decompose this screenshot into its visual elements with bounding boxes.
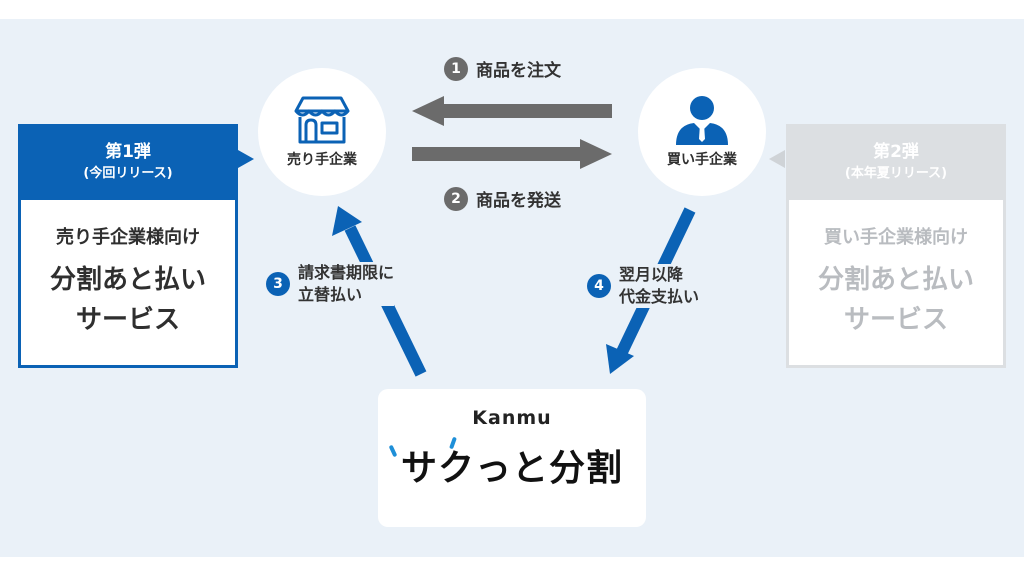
step-1-label: 商品を注文 [476, 61, 561, 81]
phase2-title: 第2弾 [873, 142, 919, 162]
phase1-header: 第1弾 (今回リリース) [18, 124, 238, 200]
person-icon [676, 96, 728, 145]
phase1-pointer [238, 150, 254, 168]
step-1-number: 1 [444, 56, 468, 81]
product-name: サクっと分割 [400, 448, 623, 489]
phase1-target: 売り手企業様向け [56, 227, 200, 248]
phase2-service-line2: サービス [843, 305, 948, 335]
step-2-label: 商品を発送 [476, 191, 561, 211]
seller-label: 売り手企業 [287, 152, 357, 168]
service-card: Kanmu サクっと分割 [378, 389, 646, 527]
step-3-number: 3 [266, 272, 290, 296]
phase1-service-line2: サービス [75, 305, 180, 335]
step-1-order: 1 商品を注文 [444, 56, 561, 81]
company-logo: Kanmu [472, 407, 552, 429]
step-4-deferred-payment: 4 翌月以降 代金支払い [587, 264, 700, 308]
step-2-number: 2 [444, 186, 468, 211]
buyer-label: 買い手企業 [667, 152, 737, 168]
buyer-node: 買い手企業 [638, 68, 766, 196]
phase2-pointer [769, 150, 785, 168]
phase1-box: 第1弾 (今回リリース) 売り手企業様向け 分割あと払い サービス [18, 124, 238, 368]
phase2-subtitle: (本年夏リリース) [844, 166, 948, 181]
phase2-service-line1: 分割あと払い [817, 265, 974, 295]
step-4-line1: 翌月以降 [619, 264, 700, 286]
phase2-body: 買い手企業様向け 分割あと払い サービス [789, 200, 1003, 340]
seller-node: 売り手企業 [258, 68, 386, 196]
step-2-ship: 2 商品を発送 [444, 186, 561, 211]
logo-accent-mark [388, 444, 398, 458]
step-3-line1: 請求書期限に [298, 262, 395, 284]
phase1-subtitle: (今回リリース) [83, 166, 173, 181]
phase2-target: 買い手企業様向け [824, 227, 968, 248]
phase2-header: 第2弾 (本年夏リリース) [786, 124, 1006, 200]
store-icon [294, 96, 350, 144]
step-4-line2: 代金支払い [619, 286, 700, 308]
phase1-service-line1: 分割あと払い [49, 265, 206, 295]
product-logo: サクっと分割 [388, 436, 623, 491]
step-4-number: 4 [587, 274, 611, 298]
step-3-line2: 立替払い [298, 284, 395, 306]
phase1-body: 売り手企業様向け 分割あと払い サービス [21, 200, 235, 340]
ship-arrow [412, 139, 612, 169]
phase2-box: 第2弾 (本年夏リリース) 買い手企業様向け 分割あと払い サービス [786, 124, 1006, 368]
order-arrow [412, 96, 612, 126]
step-3-advance-payment: 3 請求書期限に 立替払い [266, 262, 395, 306]
phase1-title: 第1弾 [105, 142, 151, 162]
